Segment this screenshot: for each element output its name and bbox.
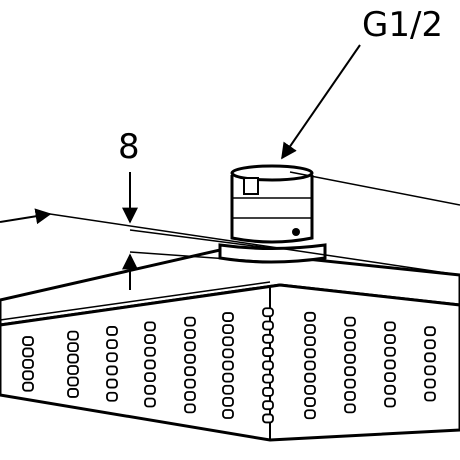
nozzle xyxy=(222,324,234,335)
connector-nut xyxy=(230,164,314,244)
nozzle xyxy=(144,372,156,383)
nozzle xyxy=(424,352,436,363)
nozzle xyxy=(144,334,156,344)
nozzle xyxy=(262,347,274,357)
nozzle xyxy=(424,378,436,389)
nozzle xyxy=(384,346,396,357)
shower-head xyxy=(0,164,460,442)
width-dimension xyxy=(0,208,460,276)
nozzle xyxy=(22,336,34,346)
nozzle xyxy=(384,321,396,332)
nozzle xyxy=(67,365,79,375)
nozzle xyxy=(424,326,436,337)
nozzle xyxy=(106,378,118,389)
nozzle xyxy=(144,397,156,408)
nozzle xyxy=(222,372,234,383)
nozzle xyxy=(184,316,196,327)
nozzle xyxy=(262,320,274,331)
nozzle xyxy=(184,391,196,401)
nozzle xyxy=(344,366,356,377)
nozzle xyxy=(67,353,79,364)
nozzle xyxy=(304,409,316,420)
thickness-label: 8 xyxy=(118,127,140,167)
nozzle xyxy=(222,348,234,359)
nozzle xyxy=(262,386,274,397)
nozzle xyxy=(184,329,196,339)
nozzle xyxy=(262,400,274,411)
nozzle xyxy=(144,359,156,370)
nozzle xyxy=(304,336,316,347)
nozzle xyxy=(304,372,316,383)
nozzle xyxy=(184,353,196,364)
thickness-dimension: 8 xyxy=(118,127,271,290)
nozzle xyxy=(22,358,34,369)
nozzle xyxy=(262,413,274,424)
nozzle xyxy=(262,373,274,384)
nozzle xyxy=(144,384,156,395)
nozzle xyxy=(304,348,316,359)
nozzle xyxy=(144,321,156,332)
nozzle xyxy=(184,366,196,377)
nozzle xyxy=(384,384,396,395)
nozzle xyxy=(222,312,234,322)
nozzle xyxy=(262,360,274,371)
nozzle xyxy=(106,326,118,336)
nozzle xyxy=(222,409,234,419)
nozzle xyxy=(106,391,118,402)
nozzle xyxy=(384,334,396,344)
nozzle xyxy=(22,347,34,358)
nozzle xyxy=(384,397,396,408)
nozzle xyxy=(344,341,356,352)
nozzle xyxy=(22,370,34,381)
nozzle xyxy=(222,384,234,395)
nozzle xyxy=(384,372,396,383)
nozzle xyxy=(106,352,118,363)
nozzle xyxy=(106,339,118,350)
nozzle xyxy=(67,330,79,341)
thread-label: G1/2 xyxy=(362,5,443,45)
nozzle-grid xyxy=(22,307,436,424)
nozzle xyxy=(184,403,196,414)
nozzle xyxy=(304,360,316,371)
nozzle xyxy=(222,396,234,407)
nozzle xyxy=(304,384,316,395)
nozzle xyxy=(344,353,356,364)
nozzle xyxy=(222,360,234,371)
nozzle xyxy=(262,333,274,344)
nozzle xyxy=(304,311,316,322)
nozzle xyxy=(184,341,196,352)
nozzle xyxy=(344,403,356,414)
nozzle xyxy=(304,397,316,407)
nozzle xyxy=(424,365,436,376)
nozzle xyxy=(344,391,356,401)
nozzle xyxy=(304,324,316,334)
nozzle xyxy=(222,336,234,347)
nozzle xyxy=(67,376,79,387)
nozzle xyxy=(144,346,156,357)
nozzle xyxy=(262,307,274,318)
nozzle xyxy=(384,359,396,370)
nozzle xyxy=(424,391,436,402)
nozzle xyxy=(184,378,196,389)
nozzle xyxy=(424,339,436,350)
nozzle xyxy=(344,316,356,327)
nozzle xyxy=(106,365,118,376)
nozzle xyxy=(344,378,356,389)
nozzle xyxy=(67,342,79,353)
nozzle xyxy=(344,329,356,339)
thread-callout: G1/2 xyxy=(281,5,460,206)
nozzle xyxy=(22,381,34,392)
nozzle xyxy=(67,388,79,398)
